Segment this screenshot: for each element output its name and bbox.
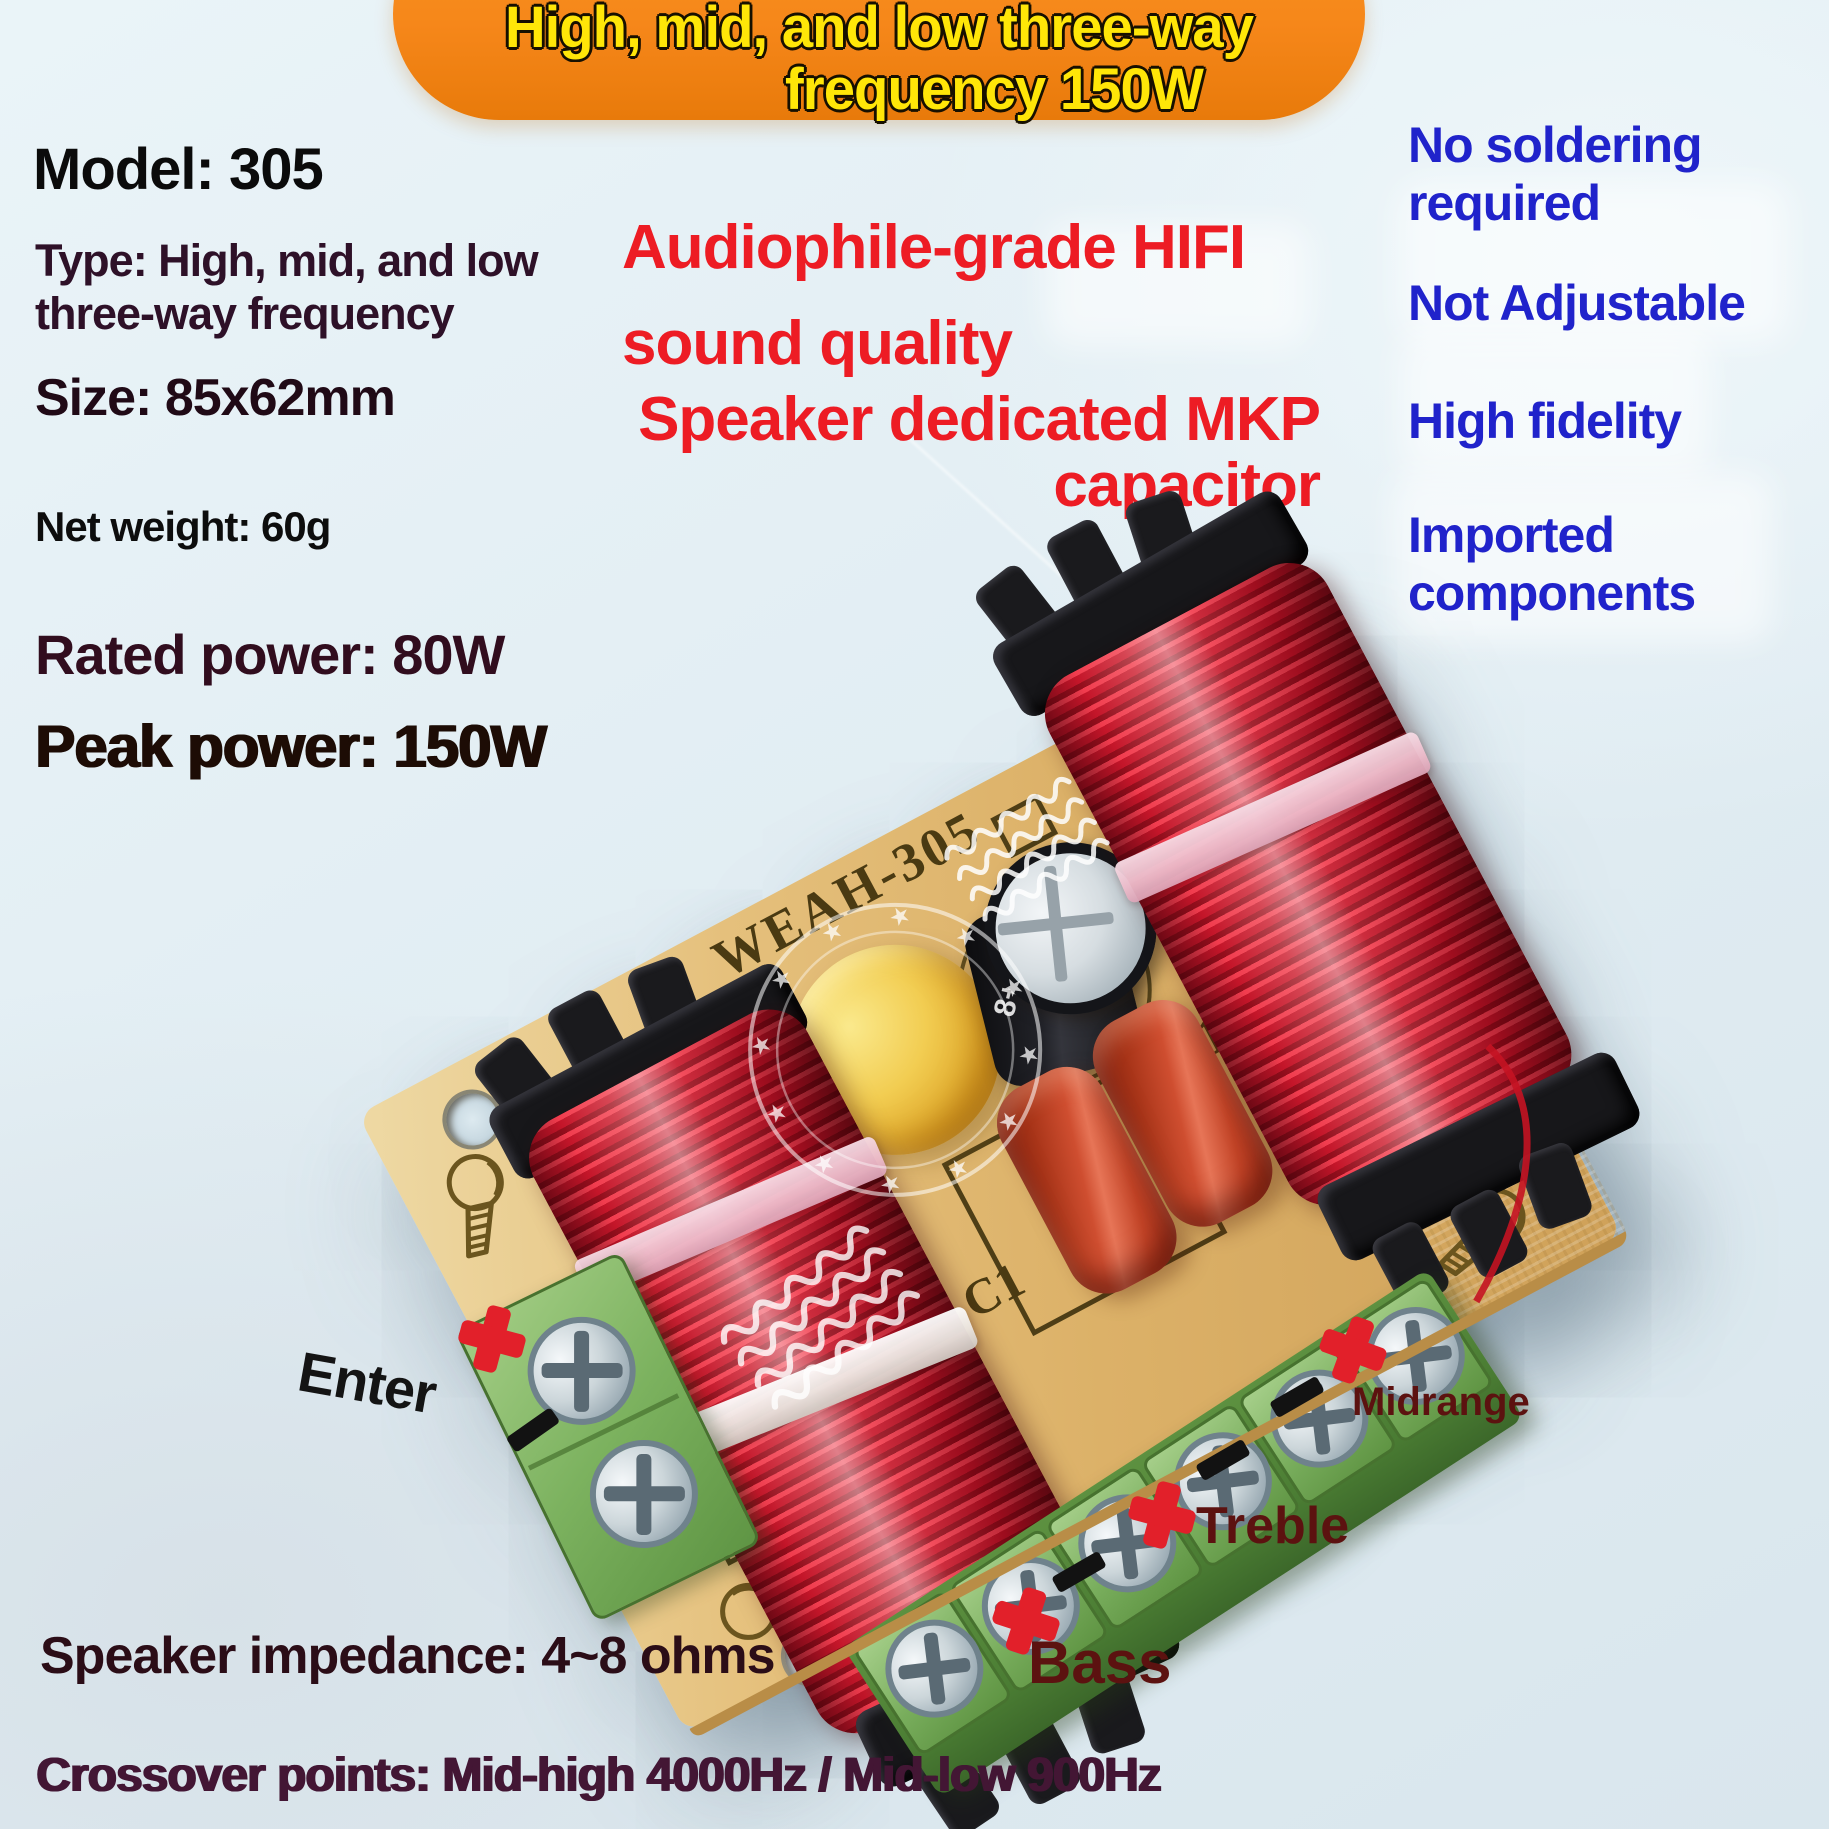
spec-peak-power: Peak power: 150W	[35, 713, 547, 780]
headline-hifi-line2: sound quality	[622, 309, 1013, 378]
feature-imported-components: Imported components	[1408, 506, 1696, 622]
white-patch	[1392, 472, 1772, 642]
label-input: Enter	[293, 1339, 441, 1426]
pcb-board: WEAH-305 L1 2 3 C1 8+	[357, 485, 1645, 1829]
feature-not-adjustable: Not Adjustable	[1408, 275, 1746, 331]
footer-crossover: Crossover points: Mid-high 4000Hz / Mid-…	[36, 1749, 1161, 1802]
label-bass: Bass	[1028, 1629, 1172, 1696]
label-midrange: Midrange	[1352, 1380, 1530, 1424]
headline-mkp-line1: Speaker dedicated MKP	[638, 385, 1321, 454]
white-patch	[1045, 222, 1310, 347]
spec-rated-power: Rated power: 80W	[35, 623, 505, 686]
white-patch	[1398, 182, 1788, 342]
footer-impedance: Speaker impedance: 4~8 ohms	[40, 1627, 776, 1685]
feature-no-soldering: No soldering required	[1408, 116, 1703, 232]
terminal-screw	[571, 1421, 717, 1567]
spec-net-weight: Net weight: 60g	[35, 503, 331, 550]
spec-type-line1: Type: High, mid, and low	[35, 235, 539, 286]
spec-model: Model: 305	[33, 137, 324, 202]
feature-line: components	[1408, 565, 1696, 621]
spec-size: Size: 85x62mm	[35, 369, 396, 427]
coil-tie	[1112, 730, 1433, 905]
banner-title-line2: frequency 150W	[785, 57, 1204, 122]
banner-title-line1: High, mid, and low three-way	[504, 0, 1254, 60]
label-treble: Treble	[1196, 1497, 1350, 1555]
feature-high-fidelity: High fidelity	[1408, 393, 1682, 449]
white-patch	[1400, 332, 1710, 477]
headline-hifi-line1: Audiophile-grade HIFI	[622, 213, 1246, 282]
title-banner: High, mid, and low three-way frequency 1…	[393, 0, 1365, 122]
spec-type-line2: three-way frequency	[35, 288, 455, 339]
feature-line: Imported	[1408, 507, 1615, 563]
feature-line: required	[1408, 175, 1601, 231]
feature-line: No soldering	[1408, 117, 1703, 173]
